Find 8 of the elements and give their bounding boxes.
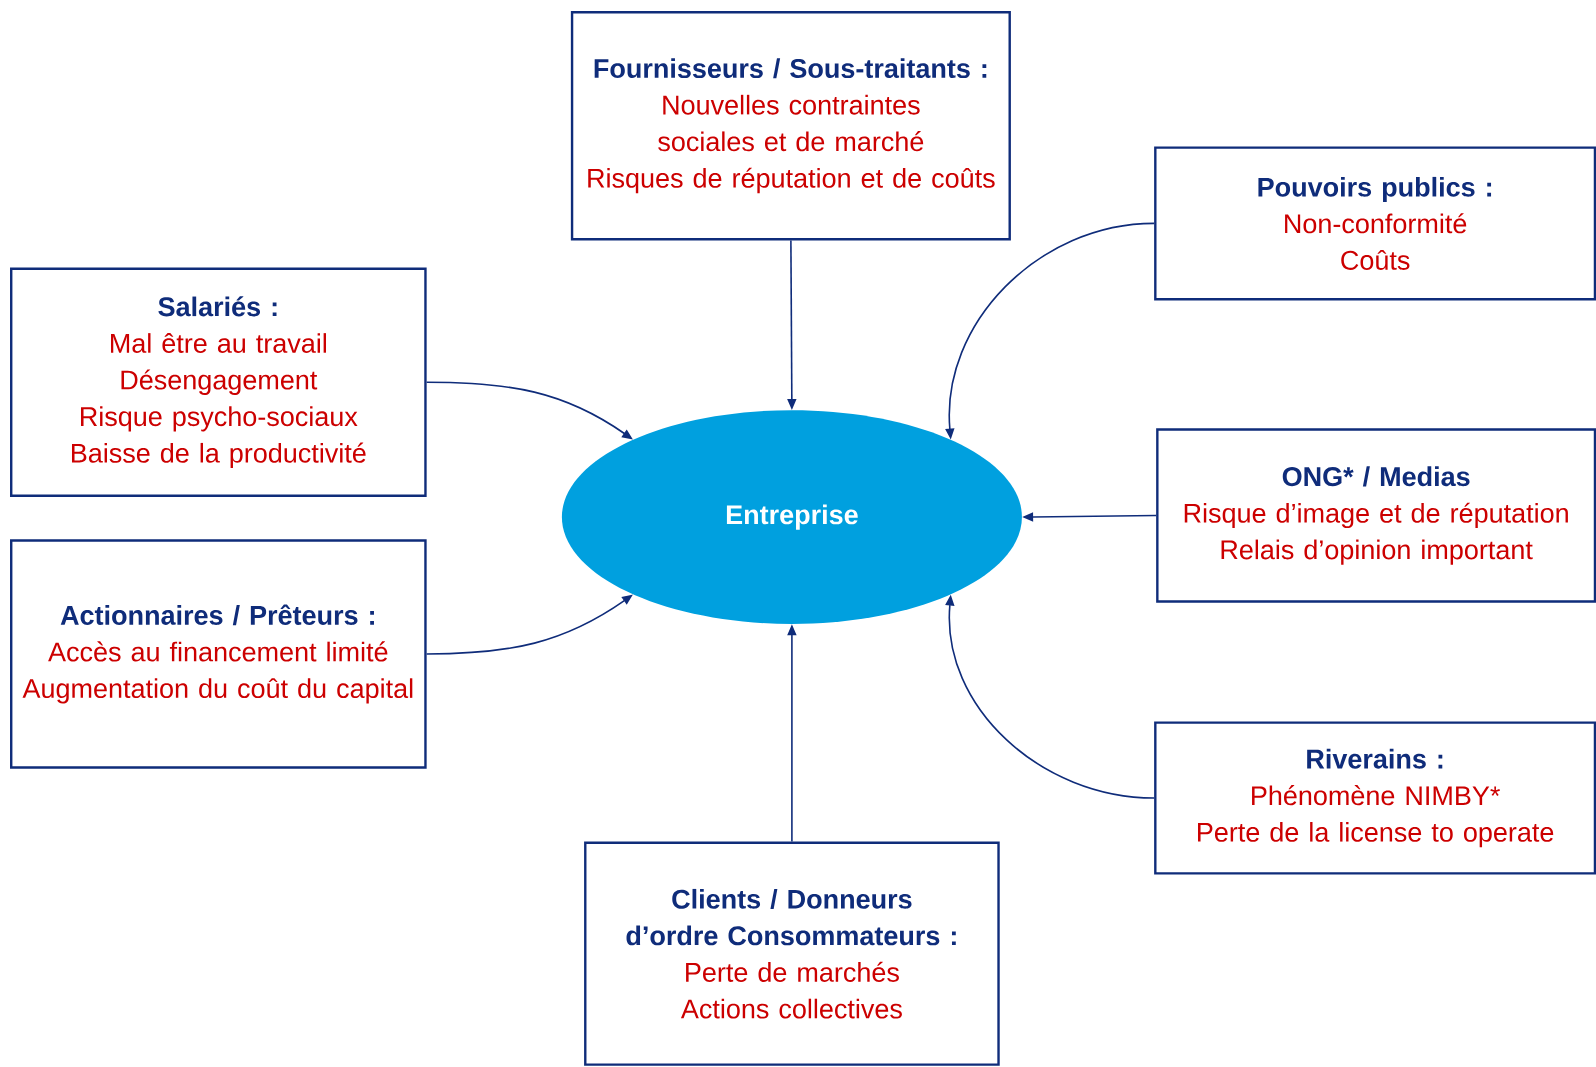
arrow bbox=[425, 381, 633, 440]
stakeholder-box: Salariés : Mal être au travail Désengagement Risque psycho-sociaux Baisse de la productivité bbox=[10, 267, 427, 498]
stakeholder-box: ONG* / Medias Risque d’image et de réputation Relais d’opinion important bbox=[1156, 428, 1596, 603]
stakeholder-box: Riverains : Phénomène NIMBY* Perte de la license to operate bbox=[1154, 721, 1596, 875]
stakeholder-box: Pouvoirs publics : Non-conformité Coûts bbox=[1154, 146, 1596, 301]
stakeholder-box: Fournisseurs / Sous-traitants : Nouvelles contraintes sociales et de marché Risques de réputation et de coûts bbox=[570, 11, 1011, 241]
stakeholder-box: Clients / Donneurs d’ordre Consommateurs : Perte de marchés Actions collectives bbox=[584, 841, 1000, 1066]
stakeholder-box: Actionnaires / Prêteurs : Accès au financement limité Augmentation du coût du capital bbox=[10, 539, 427, 769]
